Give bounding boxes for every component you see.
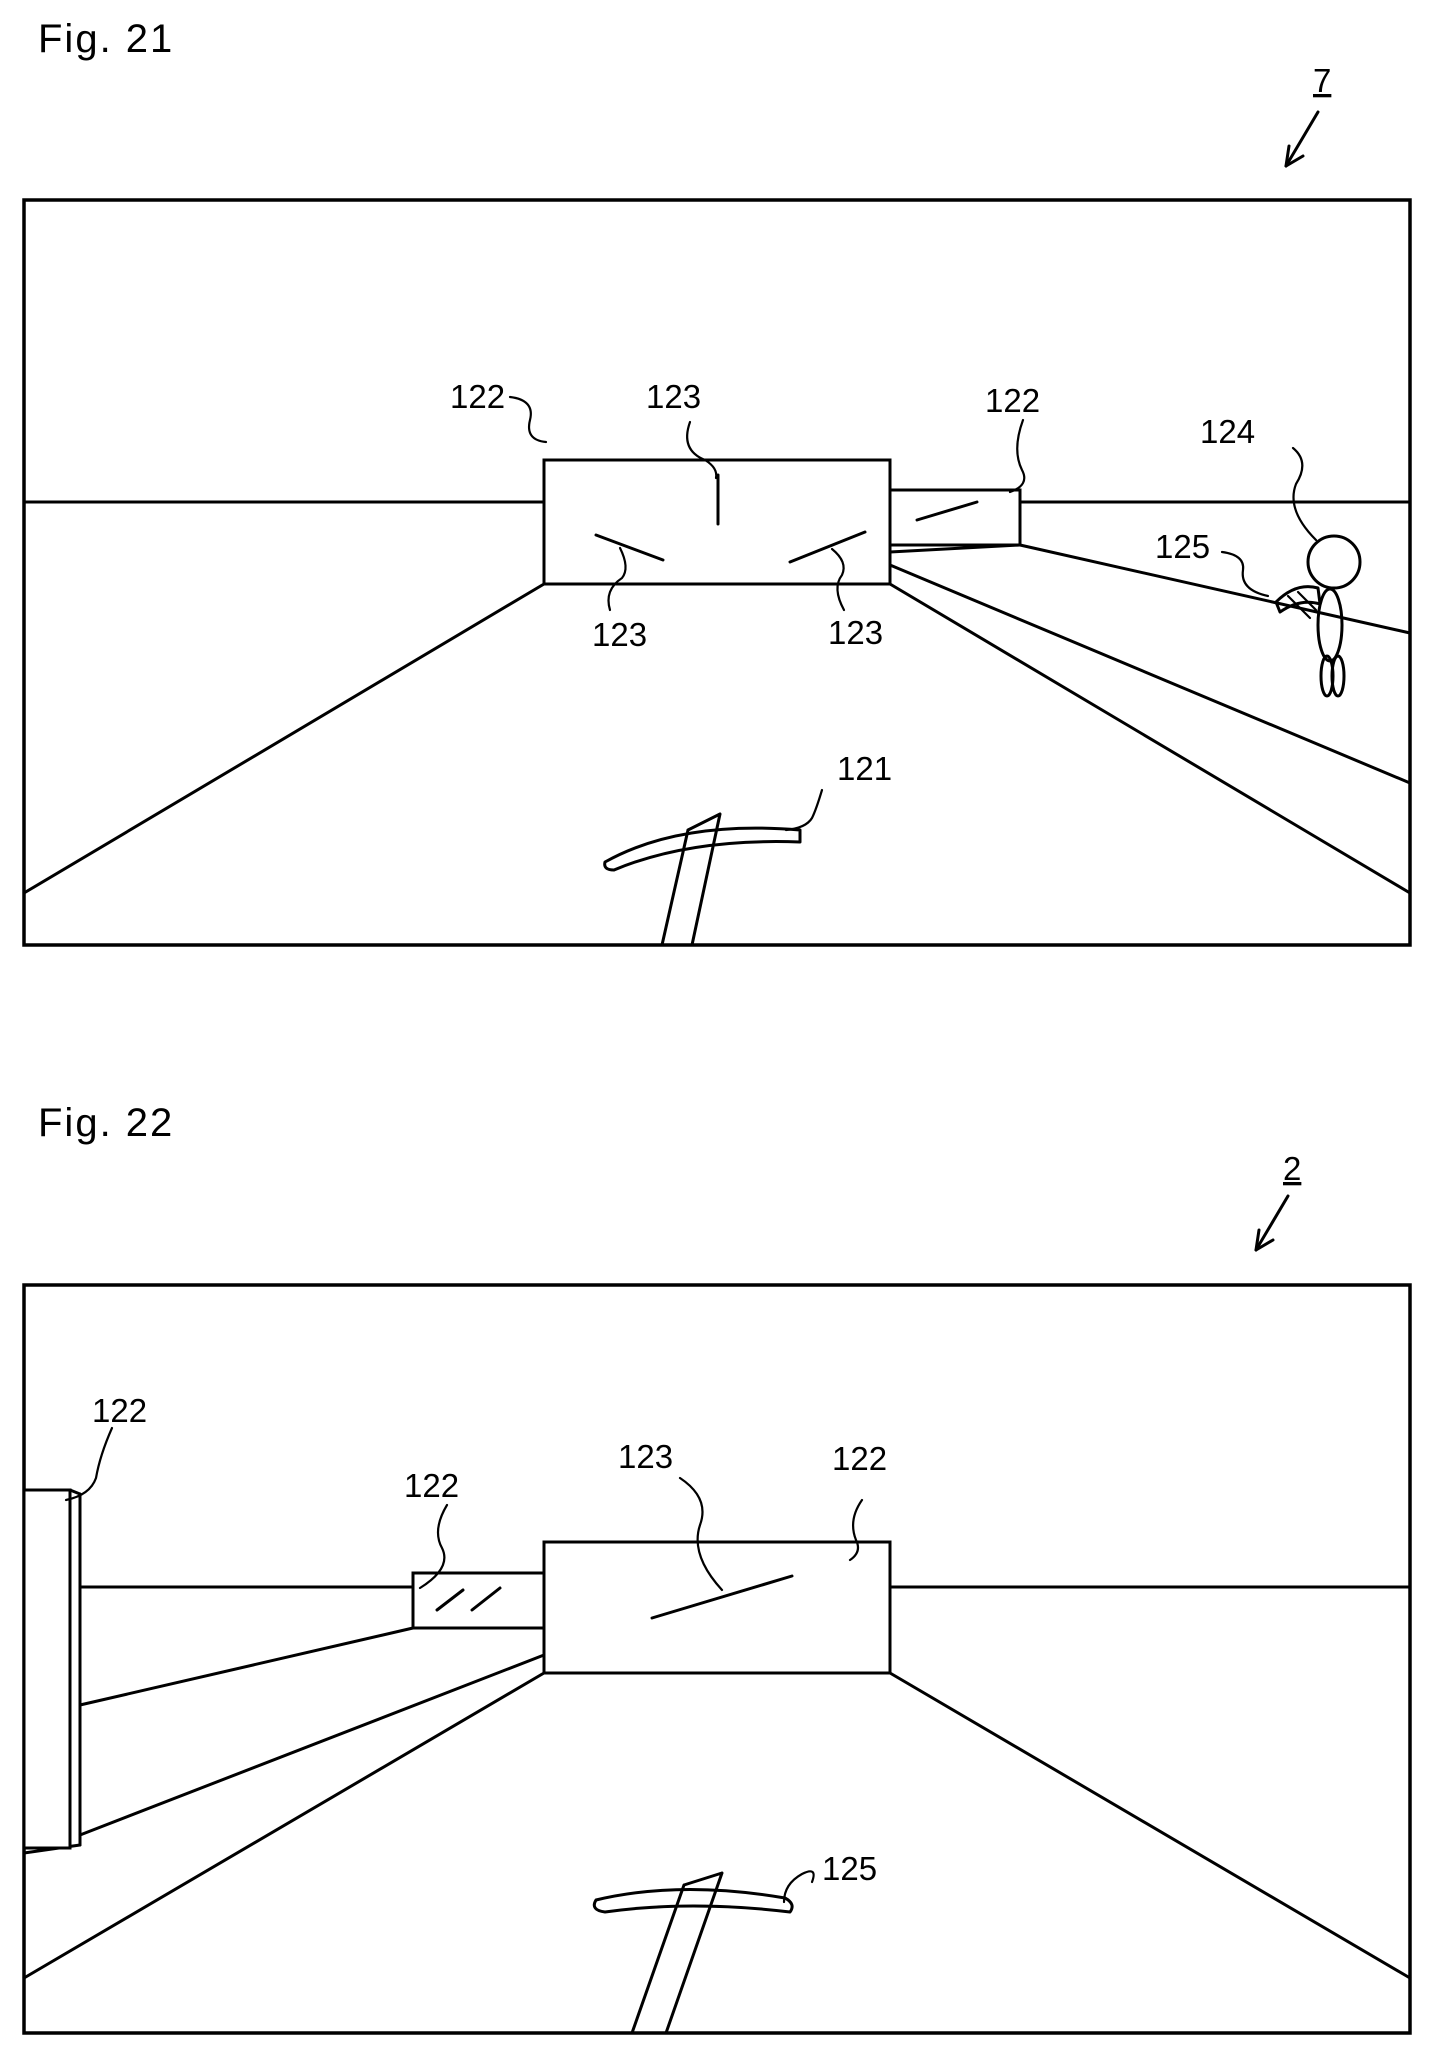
weapon-crossbow-125 xyxy=(592,1871,794,2035)
ref-123-22: 123 xyxy=(618,1438,673,1475)
weapon-crossbow-121 xyxy=(603,812,802,947)
leaders-22 xyxy=(64,1426,864,1904)
device-arrow-7 xyxy=(1284,110,1320,168)
hit-marks-22 xyxy=(435,1574,794,1620)
ref-123-left-21: 123 xyxy=(592,616,647,653)
ref-122-main-22: 122 xyxy=(832,1440,887,1477)
figure-21: Fig. 21 7 xyxy=(22,17,1412,947)
ref-125-21: 125 xyxy=(1155,528,1210,565)
character-figure-124 xyxy=(1274,534,1362,698)
ref-121-21: 121 xyxy=(837,750,892,787)
device-ref-2: 2 xyxy=(1283,1150,1301,1187)
lane-lines-21 xyxy=(22,543,1412,895)
ref-122-side-21: 122 xyxy=(985,382,1040,419)
ref-122-small-22: 122 xyxy=(404,1467,459,1504)
target-box-small-22 xyxy=(411,1571,546,1630)
device-ref-7: 7 xyxy=(1313,62,1331,99)
hit-marks-21 xyxy=(594,473,979,564)
device-arrow-2 xyxy=(1254,1194,1290,1252)
target-box-far-left-22 xyxy=(22,1488,82,1850)
figure-22-caption: Fig. 22 xyxy=(38,1101,174,1145)
lane-lines-22 xyxy=(22,1626,1412,1980)
ref-123-right-21: 123 xyxy=(828,614,883,651)
target-box-side-21 xyxy=(888,488,1022,547)
figure-22: Fig. 22 2 xyxy=(22,1101,1412,2035)
ref-122-far-left-22: 122 xyxy=(92,1392,147,1429)
ref-122-main-21: 122 xyxy=(450,378,505,415)
target-box-main-22 xyxy=(542,1540,892,1675)
leaders-21 xyxy=(508,395,1318,832)
ref-123-top-21: 123 xyxy=(646,378,701,415)
ref-125-22: 125 xyxy=(822,1850,877,1887)
ref-124-21: 124 xyxy=(1200,413,1255,450)
figure-21-caption: Fig. 21 xyxy=(38,17,174,61)
screen-frame-21 xyxy=(22,198,1412,947)
